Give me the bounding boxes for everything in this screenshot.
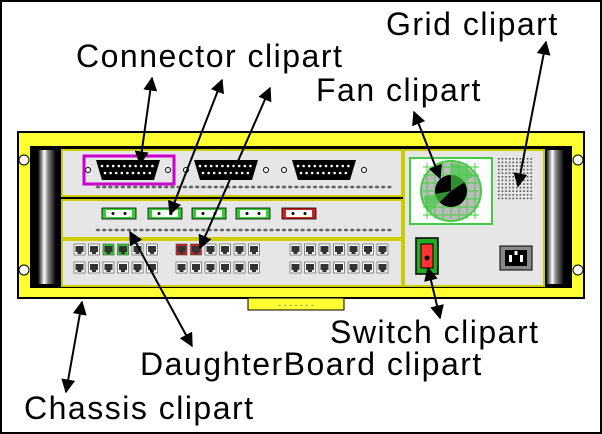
fan-label: Fan clipart (316, 72, 482, 108)
grid-label: Grid clipart (386, 6, 559, 42)
rj45-port (248, 243, 260, 256)
rj45-port (88, 243, 100, 256)
db-port (281, 207, 317, 220)
rj45-port (333, 243, 345, 256)
rj45-port (219, 243, 231, 256)
rj45-port (190, 261, 202, 274)
fan-icon (409, 157, 493, 225)
tab-marking: - - - - - - - (278, 300, 314, 310)
network-ports (73, 243, 389, 274)
rj45-port (102, 261, 115, 274)
chassis-arrow (61, 300, 87, 394)
rail-right (546, 150, 564, 284)
rj45-port (333, 261, 345, 274)
rj45-port (347, 261, 360, 274)
chassis-label: Chassis clipart (24, 390, 255, 426)
connector-icon (281, 160, 367, 180)
connector-arrow-right (198, 86, 272, 250)
db-port (191, 207, 227, 220)
grid-arrow (513, 40, 551, 188)
rj45-port (190, 243, 202, 256)
rj45-port (175, 243, 188, 256)
rj45-port (73, 243, 86, 256)
daughterboard-label: DaughterBoard clipart (140, 346, 483, 382)
connector-label: Connector clipart (76, 38, 344, 74)
fan-arrow (412, 110, 442, 180)
rj45-port (73, 261, 86, 274)
rj45-port (204, 243, 217, 256)
switch-arrow (424, 266, 444, 320)
daughterboard-card (61, 199, 403, 239)
daughterboard-ports (101, 207, 317, 220)
db-port (101, 207, 137, 220)
rj45-port (102, 243, 115, 256)
rj45-port (362, 261, 374, 274)
rj45-port (304, 261, 316, 274)
network-card (61, 239, 403, 287)
rj45-port (233, 243, 246, 256)
switch-label: Switch clipart (330, 314, 540, 350)
mount-hole (572, 154, 584, 166)
rj45-port (131, 261, 144, 274)
rj45-port (289, 261, 302, 274)
rj45-port (146, 243, 158, 256)
mount-hole (18, 264, 30, 276)
rj45-port (204, 261, 217, 274)
power-socket-icon (499, 245, 533, 271)
rj45-port (362, 243, 374, 256)
rj45-port (88, 261, 100, 274)
rj45-port (289, 243, 302, 256)
callout-arrows (61, 40, 551, 394)
rj45-port (318, 261, 331, 274)
daughterboard-arrow (129, 230, 193, 348)
bottom-tab (247, 297, 345, 311)
rj45-port (318, 243, 331, 256)
connector-group (85, 160, 367, 180)
rj45-port (117, 261, 129, 274)
rj45-port (347, 243, 360, 256)
db-port (147, 207, 183, 220)
rj45-port (376, 243, 389, 256)
rj45-port (248, 261, 260, 274)
rj45-port (233, 261, 246, 274)
mount-hole (18, 154, 30, 166)
connector-arrow-left (134, 76, 158, 166)
mount-hole (572, 264, 584, 276)
rail-left (38, 150, 56, 284)
power-switch-icon (415, 237, 439, 275)
power-supply (403, 149, 545, 287)
rj45-port (376, 261, 389, 274)
rj45-port (117, 243, 129, 256)
rj45-port (175, 261, 188, 274)
db-port (235, 207, 271, 220)
rj45-port (219, 261, 231, 274)
rj45-port (304, 243, 316, 256)
